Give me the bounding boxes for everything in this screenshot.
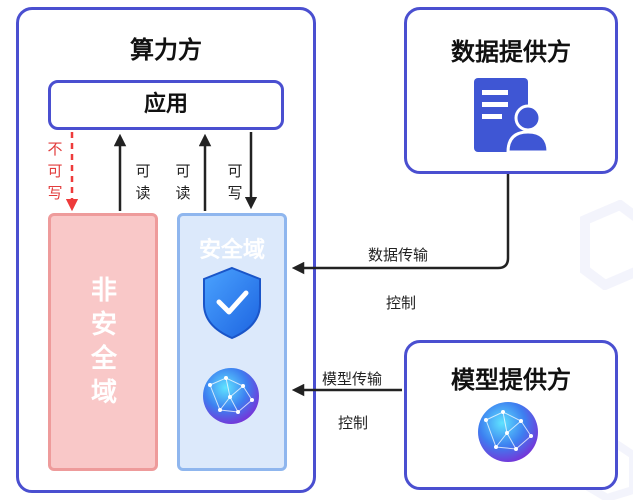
safe-domain-label: 安全域 <box>198 238 265 263</box>
document-user-icon <box>474 78 550 154</box>
ai-sphere-icon <box>478 402 538 462</box>
app-box: 应用 <box>48 80 284 130</box>
unsafe-domain-label: 非安全域 <box>90 276 117 408</box>
data-control-label: 控制 <box>386 294 417 312</box>
data-transfer-arrow <box>291 174 510 275</box>
unsafe-no-write-label: 不可写 <box>47 140 63 202</box>
shield-check-icon <box>203 266 261 340</box>
model-provider-title: 模型提供方 <box>451 366 571 394</box>
ai-sphere-icon <box>203 368 259 424</box>
model-control-label: 控制 <box>338 414 369 432</box>
compute-side-title: 算力方 <box>130 36 202 64</box>
app-label: 应用 <box>143 92 188 117</box>
unsafe-domain-box: 非安全域 <box>48 213 158 471</box>
data-transfer-label: 数据传输 <box>368 246 429 264</box>
data-provider-title: 数据提供方 <box>451 38 571 66</box>
watermark-logo <box>580 200 633 290</box>
model-transfer-label: 模型传输 <box>322 370 383 388</box>
safe-readable-label: 可读 <box>175 162 191 202</box>
safe-domain-box: 安全域 <box>177 213 287 471</box>
unsafe-readable-label: 可读 <box>135 162 151 202</box>
safe-writable-label: 可写 <box>227 162 243 202</box>
